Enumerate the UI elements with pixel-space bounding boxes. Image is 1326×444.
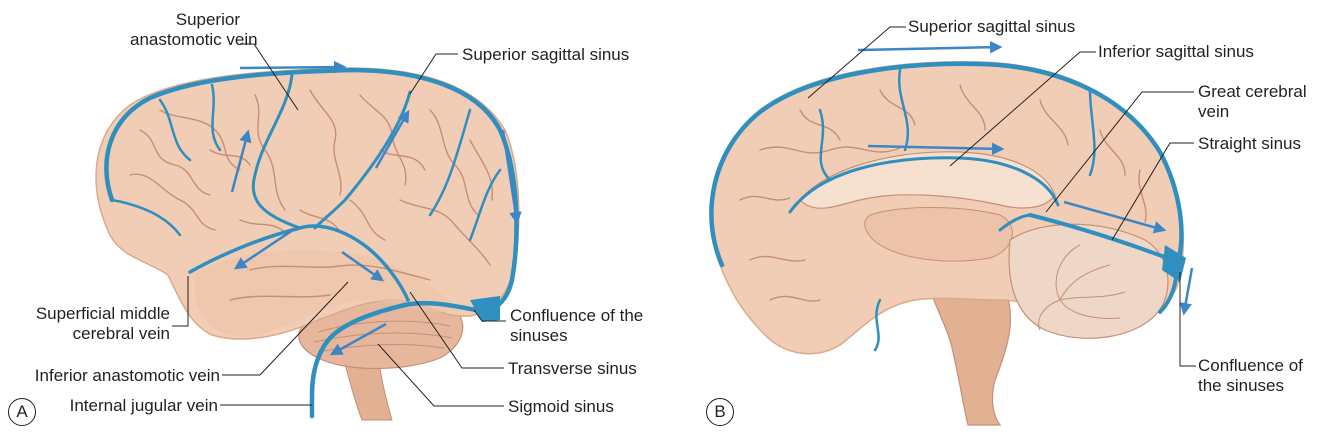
label-superficial-middle-line1: Superficial middle (35, 304, 170, 323)
label-sigmoid-sinus: Sigmoid sinus (508, 397, 614, 416)
inferior-sagittal-sinus-b (788, 156, 1060, 214)
transverse-sinus-a (309, 300, 489, 419)
straight-sinus-b (1028, 213, 1180, 264)
cerebellum-b (1008, 223, 1169, 339)
label-confluence-a-line1: Confluence of the (510, 306, 644, 325)
flow-arrows-a (230, 60, 522, 356)
label-straight-sinus: Straight sinus (1198, 134, 1301, 153)
flow-arrows-b (857, 40, 1194, 316)
label-confluence-b-line2: the sinuses (1198, 376, 1284, 395)
panel-a-brain (95, 60, 522, 421)
superior-sagittal-sinus-b (709, 61, 1184, 268)
label-internal-jugular-vein: Internal jugular vein (69, 396, 218, 415)
sulci-b (739, 84, 1147, 302)
label-inferior-anastomotic-vein: Inferior anastomotic vein (34, 366, 220, 385)
label-confluence-b: Confluence of the sinuses (1198, 356, 1303, 396)
diencephalon (864, 207, 1013, 262)
panel-a-veins (104, 67, 519, 419)
label-confluence-a: Confluence of the sinuses (510, 306, 643, 346)
label-superior-sagittal-sinus-b: Superior sagittal sinus (908, 17, 1076, 36)
corpus-callosum (799, 151, 1056, 209)
label-confluence-b-line1: Confluence of (1198, 356, 1303, 375)
label-transverse-sinus: Transverse sinus (508, 359, 637, 378)
panel-b-brain (709, 40, 1194, 426)
panel-b-veins (709, 61, 1184, 352)
superior-sagittal-sinus-a (104, 67, 519, 315)
arbor-vitae (1038, 244, 1126, 331)
label-confluence-a-line2: sinuses (510, 326, 568, 345)
panel-a-badge: A (8, 398, 36, 426)
label-superior-anastomotic-line2: anastomotic vein (130, 30, 258, 49)
confluence-a (470, 296, 500, 322)
label-inferior-sagittal-sinus: Inferior sagittal sinus (1098, 42, 1254, 61)
leader-lines (172, 26, 1196, 407)
label-superficial-middle-cerebral-vein: Superficial middle cerebral vein (14, 304, 170, 344)
label-superficial-middle-line2: cerebral vein (72, 324, 170, 343)
label-superior-sagittal-sinus-a: Superior sagittal sinus (462, 45, 630, 64)
temporal-lobe (195, 250, 460, 337)
label-great-cerebral-line1: Great cerebral (1198, 82, 1307, 101)
superficial-middle-cerebral-vein-a (188, 224, 410, 302)
label-great-cerebral-line2: vein (1198, 102, 1230, 121)
label-superior-anastomotic-line1: Superior (175, 10, 240, 29)
panel-b-badge: B (706, 398, 734, 426)
label-superior-anastomotic-vein: Superior anastomotic vein (130, 10, 258, 50)
superior-anastomotic-vein-a (251, 73, 302, 230)
label-great-cerebral-vein: Great cerebral vein (1198, 82, 1307, 122)
